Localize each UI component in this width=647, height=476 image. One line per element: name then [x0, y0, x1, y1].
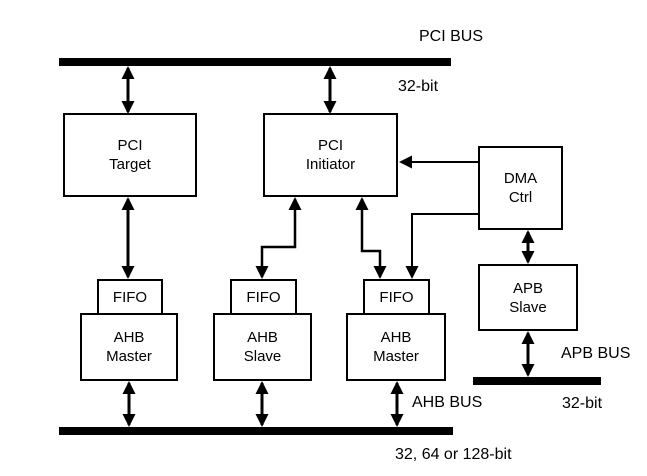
block-pci-target-label: PCI Target: [109, 137, 151, 173]
ahb-bus-label: AHB BUS: [412, 394, 483, 411]
block-fifo-master-label: FIFO: [379, 288, 414, 306]
block-dma-ctrl-label: DMA Ctrl: [503, 170, 538, 206]
block-ahb-master-right: AHB Master: [346, 313, 446, 381]
block-ahb-slave: AHB Slave: [213, 313, 312, 381]
block-ahb-master-left-label: AHB Master: [106, 329, 152, 365]
block-dma-ctrl: DMA Ctrl: [478, 146, 563, 230]
block-fifo-target: FIFO: [97, 279, 163, 315]
block-apb-slave: APB Slave: [478, 264, 578, 331]
block-pci-initiator: PCI Initiator: [263, 113, 398, 197]
block-fifo-slave-label: FIFO: [246, 288, 281, 306]
pci-bus-bar: [59, 58, 451, 66]
block-ahb-master-left: AHB Master: [80, 313, 178, 381]
block-fifo-master: FIFO: [363, 279, 430, 315]
block-fifo-slave: FIFO: [230, 279, 297, 315]
apb-bus-width-label: 32-bit: [562, 395, 603, 412]
arrow-pciinitiator-fifo-slave: [255, 197, 302, 279]
pci-bus-label: PCI BUS: [419, 28, 484, 45]
block-pci-target: PCI Target: [63, 113, 197, 197]
arrow-dma-fifo-master: [405, 213, 478, 279]
pci-bus-width-label: 32-bit: [398, 78, 439, 95]
ahb-bus-width-label: 32, 64 or 128-bit: [395, 446, 512, 463]
ahb-bus-bar: [59, 427, 453, 435]
block-ahb-slave-label: AHB Slave: [243, 329, 282, 365]
apb-bus-bar: [473, 377, 601, 385]
apb-bus-label: APB BUS: [561, 345, 631, 362]
block-apb-slave-label: APB Slave: [509, 279, 547, 316]
block-ahb-master-right-label: AHB Master: [373, 329, 419, 365]
block-pci-initiator-label: PCI Initiator: [305, 137, 356, 173]
arrow-pciinitiator-fifo-master: [355, 197, 387, 279]
block-fifo-target-label: FIFO: [112, 288, 148, 306]
